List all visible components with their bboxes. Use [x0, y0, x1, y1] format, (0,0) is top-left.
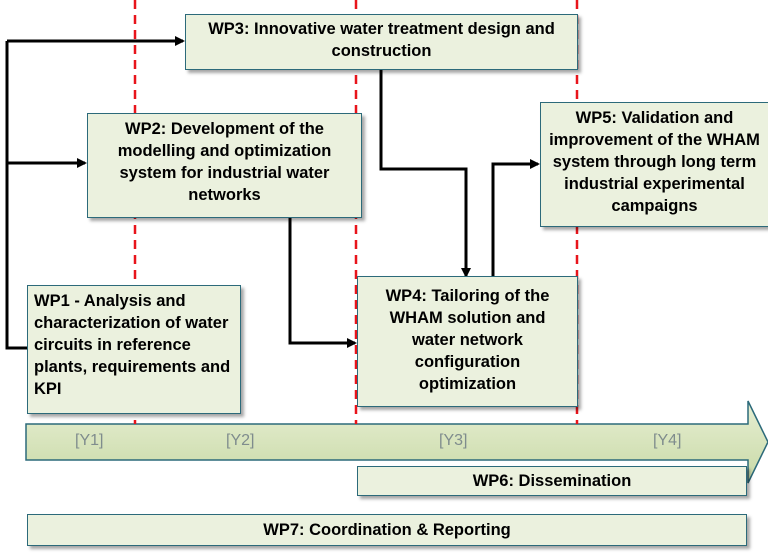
wp5-box: WP5: Validation and improvement of the W…	[540, 102, 768, 227]
wp6-label: WP6: Dissemination	[472, 472, 632, 490]
connector-wp3-wp4	[379, 70, 471, 278]
wp3-label: WP3: Innovative water treatment design a…	[208, 20, 555, 60]
wp1-label: WP1 - Analysis and characterization of w…	[34, 292, 231, 398]
connector-wp2-wp4	[288, 218, 357, 348]
wp2-box: WP2: Development of the modelling and op…	[87, 113, 362, 218]
wp7-box: WP7: Coordination & Reporting	[27, 514, 747, 546]
wp4-label: WP4: Tailoring of the WHAM solution and …	[385, 287, 550, 393]
year-label-3: [Y3]	[439, 432, 468, 449]
wp1-box: WP1 - Analysis and characterization of w…	[27, 285, 241, 414]
connector-wp4-wp5	[491, 159, 540, 276]
wp7-label: WP7: Coordination & Reporting	[263, 521, 511, 539]
year-label-4: [Y4]	[653, 432, 682, 449]
connector-wp1-spine	[5, 41, 27, 350]
wp6-box: WP6: Dissemination	[357, 466, 747, 496]
wp4-box: WP4: Tailoring of the WHAM solution and …	[357, 276, 578, 407]
wp2-label: WP2: Development of the modelling and op…	[117, 120, 332, 204]
year-label-1: [Y1]	[75, 432, 104, 449]
wp5-label: WP5: Validation and improvement of the W…	[549, 109, 760, 215]
timeline-arrow	[25, 400, 768, 484]
wp3-box: WP3: Innovative water treatment design a…	[185, 14, 578, 70]
year-label-2: [Y2]	[226, 432, 255, 449]
